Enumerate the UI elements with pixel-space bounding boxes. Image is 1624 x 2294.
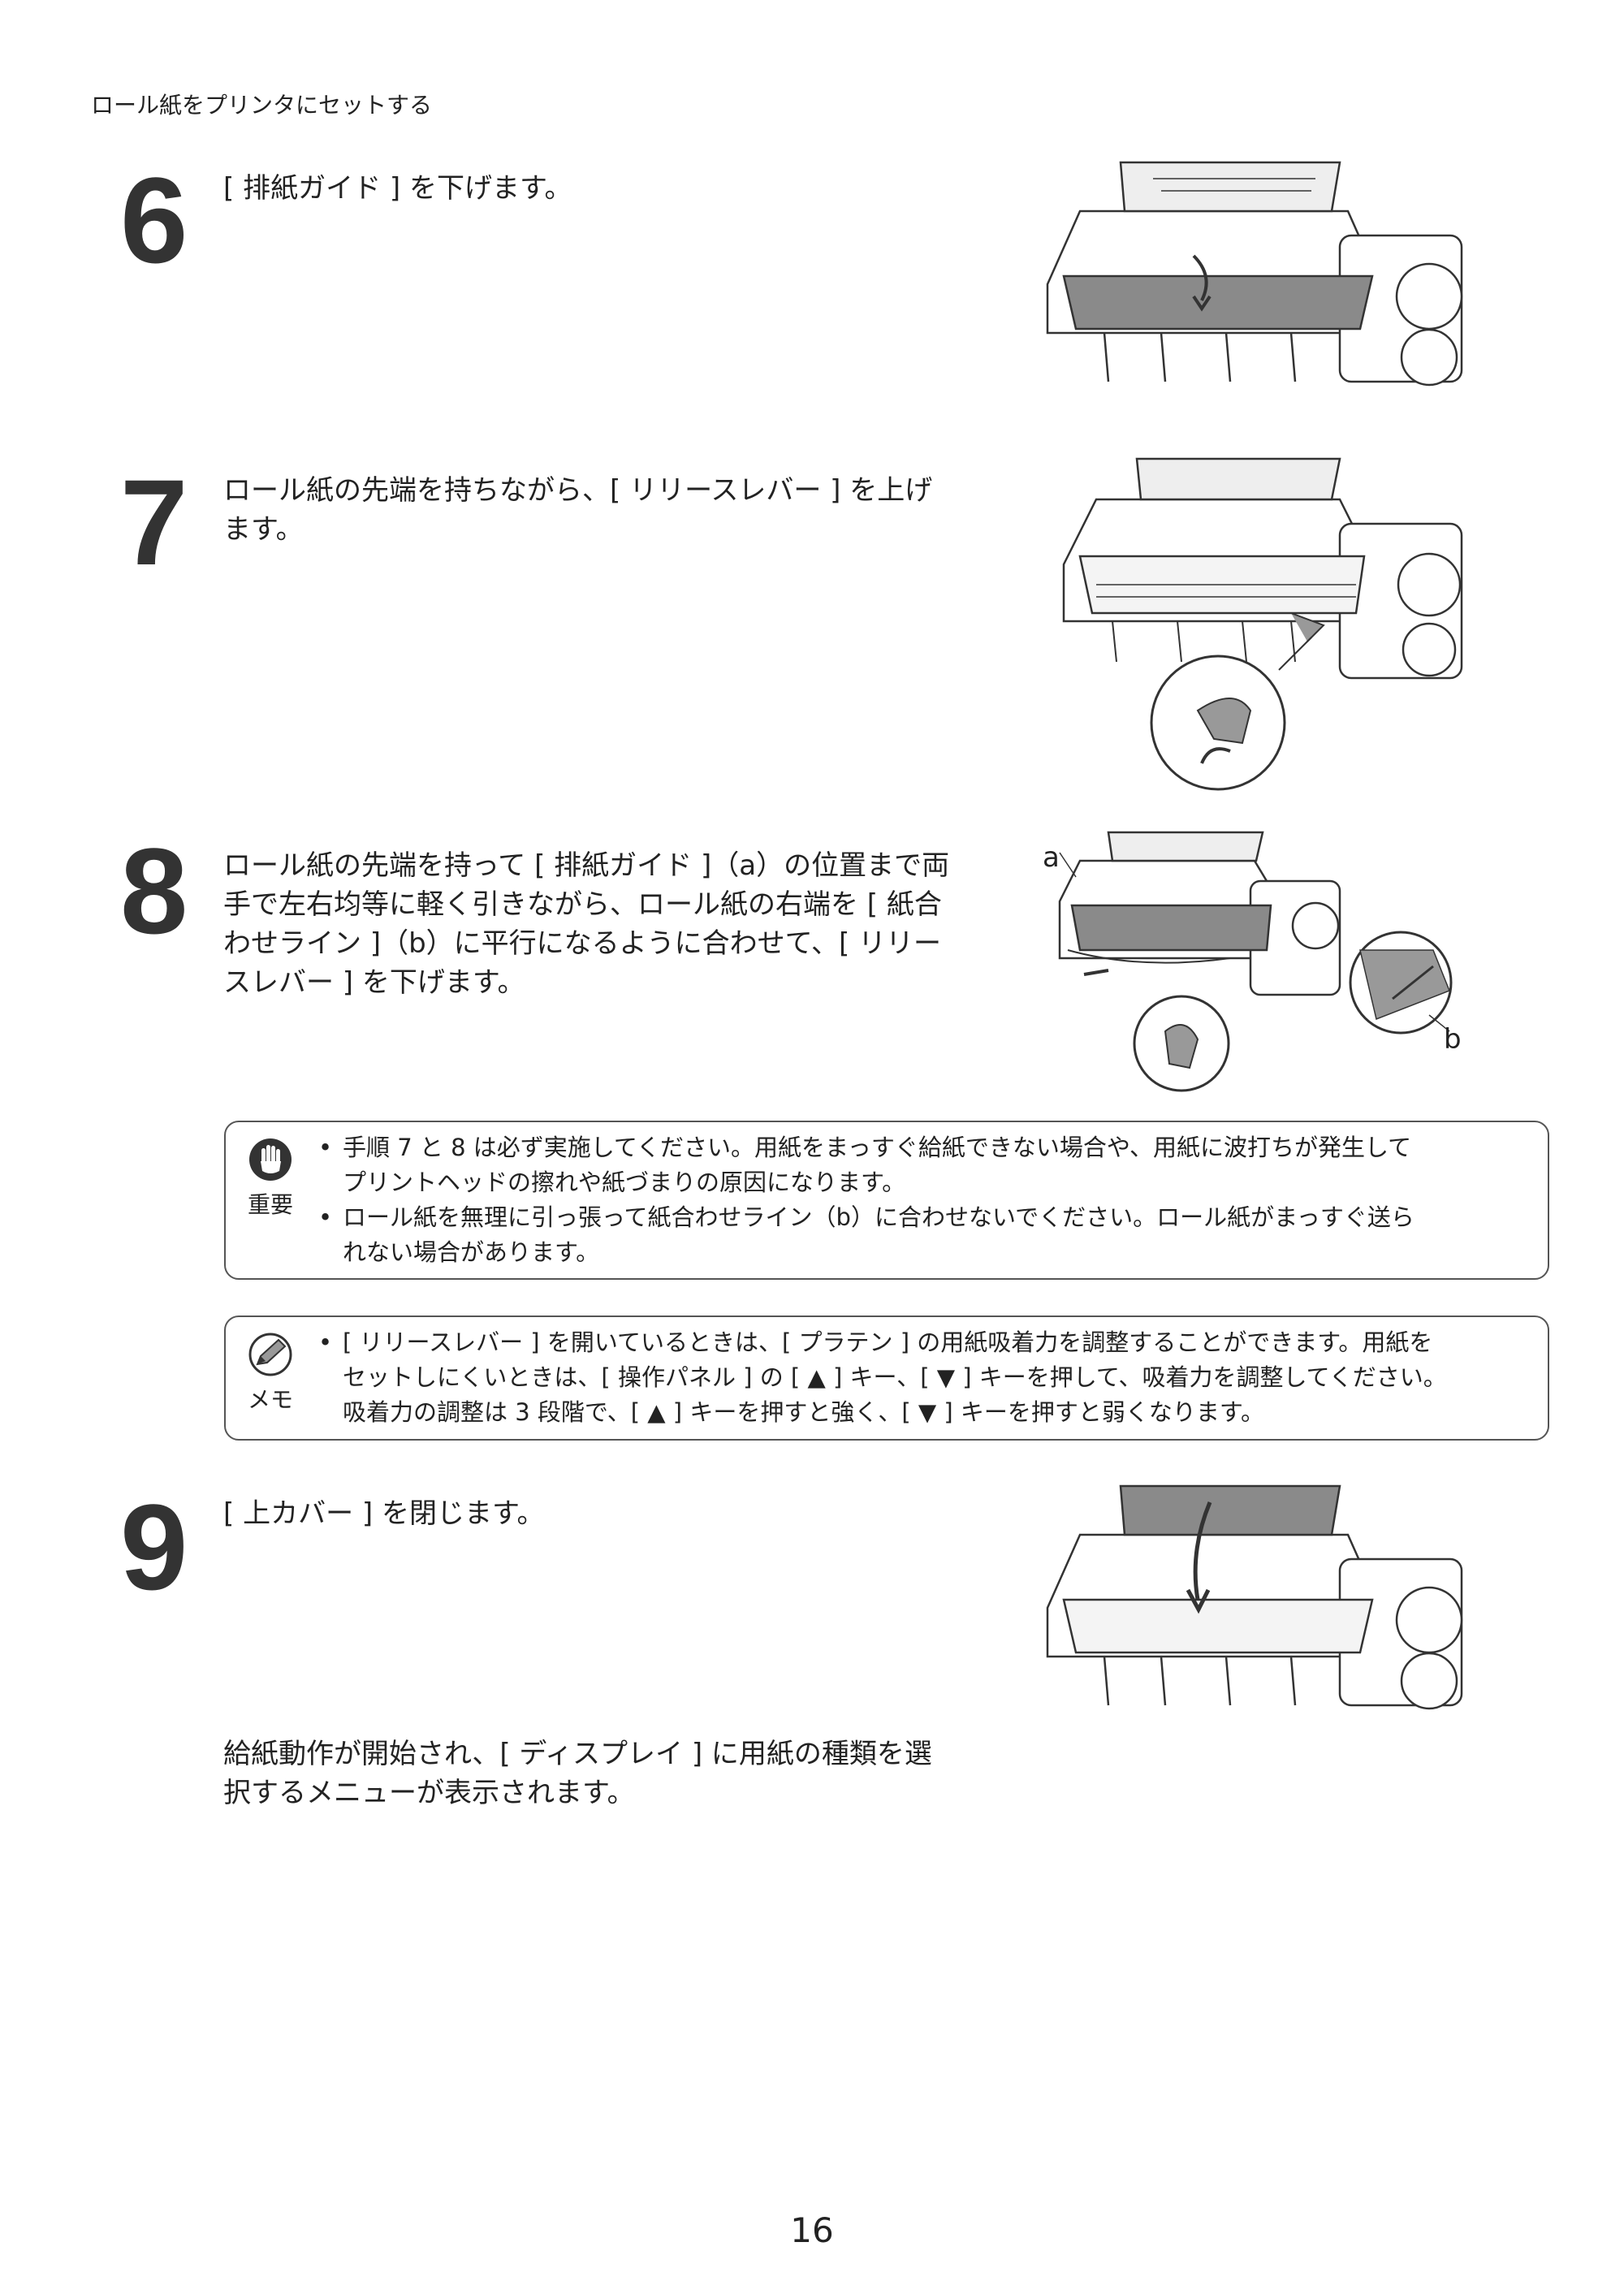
memo-list: • [ リリースレバー ] を開いているときは、[ プラテン ] の用紙吸着力を… bbox=[313, 1325, 1531, 1430]
list-item: • 手順 7 と 8 は必ず実施してください。用紙をまっすぐ給紙できない場合や、… bbox=[318, 1134, 1412, 1196]
important-icon-group: 重要 bbox=[242, 1137, 299, 1220]
step-number: 8 bbox=[120, 823, 188, 959]
step-text-line: [ 上カバー ] を閉じます。 bbox=[223, 1497, 545, 1530]
memo-icon-group: メモ bbox=[242, 1332, 299, 1415]
label-a: a bbox=[1043, 841, 1060, 874]
step-text-line: 手で左右均等に軽く引きながら、ロール紙の右端を [ 紙合 bbox=[223, 888, 942, 921]
step-number: 6 bbox=[120, 152, 188, 288]
step-text-line: ロール紙の先端を持ちながら、[ リリースレバー ] を上げ bbox=[223, 474, 933, 507]
step-text: [ 排紙ガイド ] を下げます。 bbox=[223, 169, 970, 208]
step-number: 7 bbox=[120, 454, 188, 590]
memo-label: メモ bbox=[247, 1386, 293, 1413]
step-text-line: [ 排紙ガイド ] を下げます。 bbox=[223, 172, 572, 205]
result-text: 給紙動作が開始され、[ ディスプレイ ] に用紙の種類を選 択するメニューが表示… bbox=[223, 1735, 970, 1812]
step-text: [ 上カバー ] を閉じます。 bbox=[223, 1494, 970, 1533]
running-header: ロール紙をプリンタにセットする bbox=[91, 92, 433, 119]
page-number: 16 bbox=[790, 2210, 834, 2250]
step-text-line: ます。 bbox=[223, 513, 304, 546]
step-text-line: わせライン ]（b）に平行になるように合わせて、[ リリー bbox=[223, 927, 942, 960]
printer-illustration-raise-release-lever bbox=[1047, 451, 1486, 792]
list-item: • ロール紙を無理に引っ張って紙合わせライン（b）に合わせないでください。ロール… bbox=[318, 1203, 1415, 1266]
label-b: b bbox=[1444, 1023, 1462, 1056]
result-text-line: 給紙動作が開始され、[ ディスプレイ ] に用紙の種類を選 bbox=[223, 1738, 932, 1770]
step-text-line: スレバー ] を下げます。 bbox=[223, 966, 525, 999]
list-item: • [ リリースレバー ] を開いているときは、[ プラテン ] の用紙吸着力を… bbox=[318, 1328, 1447, 1426]
step-text: ロール紙の先端を持ちながら、[ リリースレバー ] を上げ ます。 bbox=[223, 471, 970, 549]
important-label: 重要 bbox=[247, 1191, 293, 1218]
step-text: ロール紙の先端を持って [ 排紙ガイド ]（a）の位置まで両 手で左右均等に軽く… bbox=[223, 846, 970, 1002]
printer-illustration-align-paper bbox=[1043, 828, 1482, 1096]
hand-stop-icon bbox=[249, 1138, 292, 1181]
important-note: 重要 • 手順 7 と 8 は必ず実施してください。用紙をまっすぐ給紙できない場… bbox=[224, 1121, 1549, 1280]
memo-note: メモ • [ リリースレバー ] を開いているときは、[ プラテン ] の用紙吸… bbox=[224, 1315, 1549, 1441]
printer-illustration-lower-output-guide bbox=[1031, 146, 1486, 414]
step-number: 9 bbox=[120, 1479, 188, 1615]
printer-illustration-close-top-cover bbox=[1031, 1470, 1486, 1738]
important-list: • 手順 7 と 8 は必ず実施してください。用紙をまっすぐ給紙できない場合や、… bbox=[313, 1130, 1531, 1270]
result-text-line: 択するメニューが表示されます。 bbox=[223, 1777, 635, 1809]
step-text-line: ロール紙の先端を持って [ 排紙ガイド ]（a）の位置まで両 bbox=[223, 849, 950, 882]
pencil-icon bbox=[248, 1333, 292, 1376]
